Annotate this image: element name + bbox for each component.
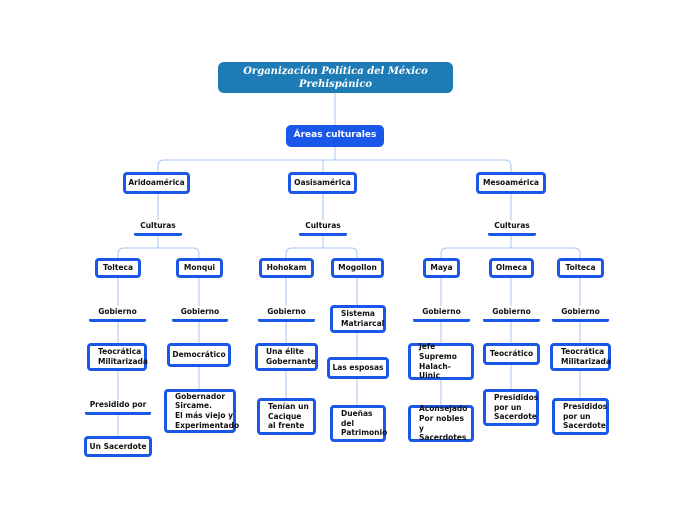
government-maya: Jefe Supremo Halach-Uinic (408, 342, 474, 380)
government-label-hohokam: Gobierno (258, 305, 315, 322)
presided-by-label: Presidido por (85, 398, 151, 415)
government-tolteca-aridoamerica: Teocrática Militarizada (87, 343, 148, 371)
culture-maya: Maya (423, 258, 460, 278)
detail-hohokam: Tenían un Cacique al frente (257, 398, 316, 435)
government-olmeca: Teocrático (483, 343, 540, 365)
culture-monqui: Monqui (176, 258, 223, 278)
area-oasisamerica: Oasisamérica (288, 172, 357, 194)
government-label-maya: Gobierno (413, 305, 470, 322)
government-label-monqui: Gobierno (172, 305, 228, 322)
culture-tolteca-aridoamerica: Tolteca (95, 258, 141, 278)
detail-olmeca: Presididos por un Sacerdote (483, 389, 539, 426)
culture-olmeca: Olmeca (489, 258, 534, 278)
diagram-title: Organización Política del México Prehisp… (218, 62, 453, 93)
cultural-areas-node: Áreas culturales (286, 125, 384, 147)
detail-tolteca-aridoamerica: Un Sacerdote (84, 436, 152, 457)
cultures-label-mesoamerica: Culturas (488, 219, 536, 236)
cultures-label-oasisamerica: Culturas (299, 219, 347, 236)
government-label-olmeca: Gobierno (483, 305, 540, 322)
detail-tolteca-mesoamerica: Presididos por un Sacerdote (552, 398, 609, 435)
culture-hohokam: Hohokam (259, 258, 314, 278)
detail-maya: Aconsejado Por nobles y Sacerdotes (408, 404, 474, 442)
area-aridoamerica: Aridoamérica (123, 172, 190, 194)
area-mesoamerica: Mesoamérica (476, 172, 546, 194)
mogollon-middle-node: Las esposas (327, 357, 389, 379)
government-monqui: Democrático (167, 343, 231, 367)
government-label-tolteca-mesoamerica: Gobierno (552, 305, 609, 322)
culture-tolteca-mesoamerica: Tolteca (557, 258, 604, 278)
cultures-label-aridoamerica: Culturas (134, 219, 182, 236)
government-hohokam: Una élite Gobernante (255, 343, 318, 371)
detail-monqui: Gobernador Sircame. El más viejo y Exper… (164, 389, 239, 433)
government-label-tolteca-aridoamerica: Gobierno (89, 305, 146, 322)
culture-mogollon: Mogollon (331, 258, 384, 278)
government-mogollon: Sistema Matriarcal (330, 305, 386, 333)
government-tolteca-mesoamerica: Teocrática Militarizada (550, 343, 611, 371)
mogollon-detail: Dueñas del Patrimonio (330, 405, 387, 442)
